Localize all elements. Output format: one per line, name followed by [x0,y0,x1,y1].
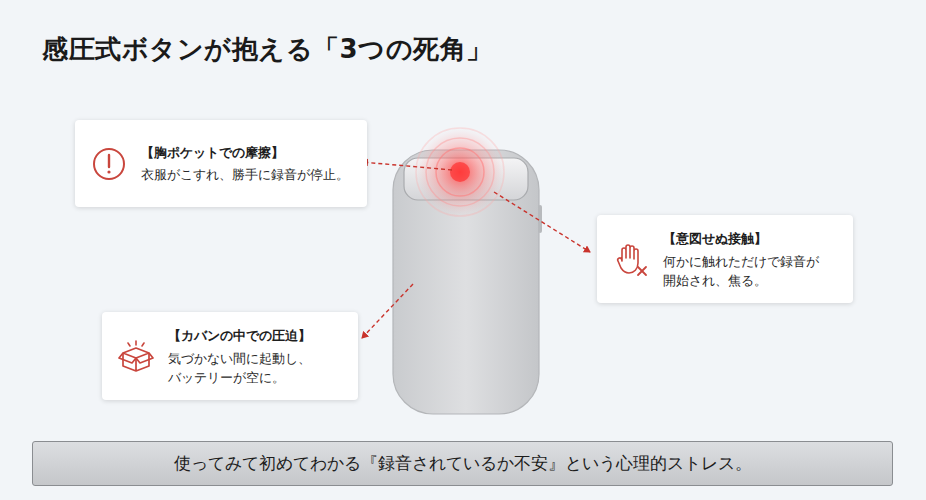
caption-band: 使ってみて初めてわかる『録音されているか不安』という心理的ストレス。 [32,441,893,486]
leader-line [494,192,590,252]
warning-icon [118,338,154,374]
callout-box: 【意図せぬ接触】何かに触れただけで録音が 開始され、焦る。 [597,215,853,303]
side-button [538,205,542,233]
callout-body: 気づかない間に起動し、 バッテリーが空に。 [168,349,340,388]
callout-body: 衣服がこすれ、勝手に録音が停止。 [141,165,351,184]
callout-box: 【胸ポケットでの摩擦】衣服がこすれ、勝手に録音が停止。 [75,120,367,207]
text-column: 【カバンの中での圧迫】気づかない間に起動し、 バッテリーが空に。 [168,326,340,387]
callout-box: 【カバンの中での圧迫】気づかない間に起動し、 バッテリーが空に。 [102,312,358,400]
callout-heading: 【カバンの中での圧迫】 [168,326,340,346]
diagram-title: 感圧式ボタンが抱える「3つの死角」 [42,32,493,67]
text-column: 【意図せぬ接触】何かに触れただけで録音が 開始され、焦る。 [663,229,835,290]
callout-heading: 【胸ポケットでの摩擦】 [141,143,351,163]
caption-text: 使ってみて初めてわかる『録音されているか不安』という心理的ストレス。 [174,452,752,475]
leader-line [362,162,452,170]
press-glow [416,128,504,216]
text-column: 【胸ポケットでの摩擦】衣服がこすれ、勝手に録音が停止。 [141,143,351,185]
warning-icon [613,241,649,277]
callout-body: 何かに触れただけで録音が 開始され、焦る。 [663,252,835,291]
leader-line [362,284,413,338]
callout-heading: 【意図せぬ接触】 [663,229,835,249]
warning-icon [91,146,127,182]
